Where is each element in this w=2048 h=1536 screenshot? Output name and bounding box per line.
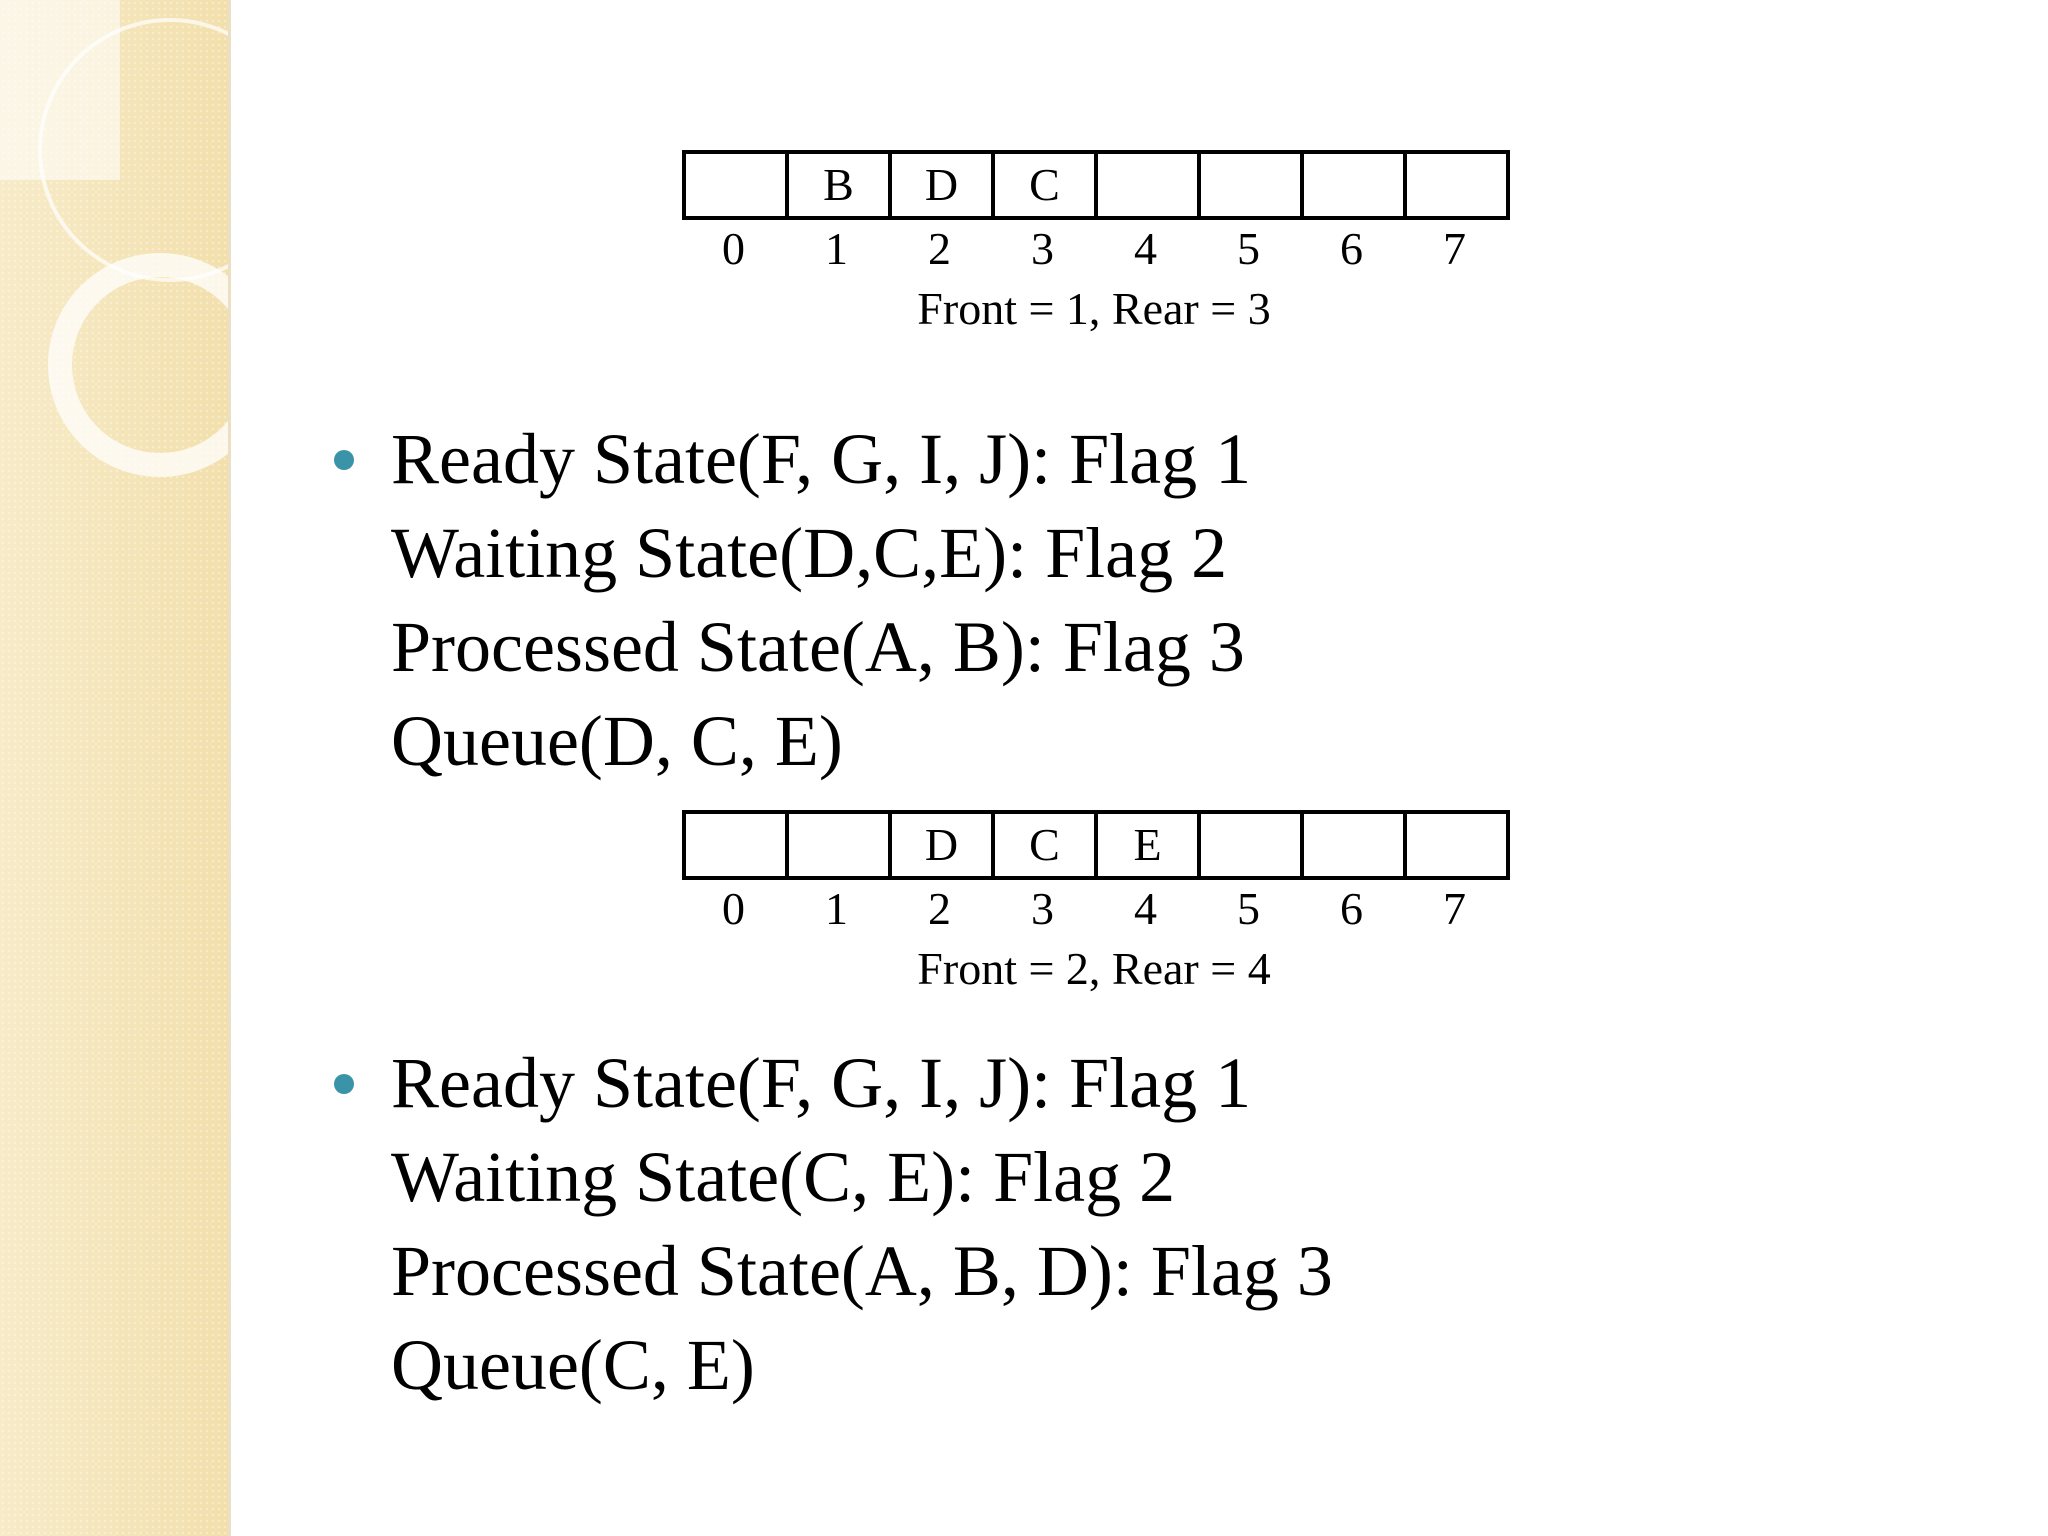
queue-index: 1 <box>825 883 848 934</box>
queue-cell <box>1201 814 1304 876</box>
queue-index: 1 <box>825 223 848 274</box>
queue-cell <box>1407 814 1506 876</box>
queue-caption: Front = 1, Rear = 3 <box>917 283 1271 334</box>
queue-cell <box>1304 154 1407 216</box>
bullet-line: Queue(D, C, E) <box>391 701 843 781</box>
queue-index: 0 <box>722 223 745 274</box>
queue-cell: D <box>892 154 995 216</box>
queue-cell: C <box>995 814 1098 876</box>
queue-cell: B <box>789 154 892 216</box>
queue-index: 5 <box>1237 883 1260 934</box>
queue-cell <box>1407 154 1506 216</box>
queue-index: 3 <box>1031 223 1054 274</box>
queue-index: 2 <box>928 223 951 274</box>
queue-diagram-2: D C E 0 1 2 3 4 5 6 7 Front = 2, Rear = … <box>682 810 1510 992</box>
bullet-dot-icon <box>334 1074 354 1094</box>
queue-cell <box>1304 814 1407 876</box>
bullet-line: Processed State(A, B, D): Flag 3 <box>391 1231 1333 1311</box>
queue-index: 3 <box>1031 883 1054 934</box>
queue-cells: D C E <box>682 810 1510 880</box>
bullet-lines: Ready State(F, G, I, J): Flag 1 Waiting … <box>391 412 1251 788</box>
bullet-lines: Ready State(F, G, I, J): Flag 1 Waiting … <box>391 1036 1333 1412</box>
bullet-line: Ready State(F, G, I, J): Flag 1 <box>391 419 1252 499</box>
queue-index: 6 <box>1340 883 1363 934</box>
queue-cells: B D C <box>682 150 1510 220</box>
bullet-line: Ready State(F, G, I, J): Flag 1 <box>391 1043 1252 1123</box>
queue-indices: 0 1 2 3 4 5 6 7 <box>682 886 1510 932</box>
queue-cell <box>1201 154 1304 216</box>
queue-cell <box>686 154 789 216</box>
bullet-block-1: Ready State(F, G, I, J): Flag 1 Waiting … <box>334 412 1251 788</box>
queue-indices: 0 1 2 3 4 5 6 7 <box>682 226 1510 272</box>
bullet-line: Processed State(A, B): Flag 3 <box>391 607 1245 687</box>
bullet-line: Queue(C, E) <box>391 1325 755 1405</box>
queue-cell: E <box>1098 814 1201 876</box>
decorative-side-panel <box>0 0 231 1536</box>
decorative-corner <box>0 0 120 180</box>
bullet-line: Waiting State(C, E): Flag 2 <box>391 1137 1176 1217</box>
queue-diagram-1: B D C 0 1 2 3 4 5 6 7 Front = 1, Rear = … <box>682 150 1510 332</box>
decorative-rings <box>38 18 228 477</box>
queue-cell: D <box>892 814 995 876</box>
queue-index: 2 <box>928 883 951 934</box>
queue-index: 6 <box>1340 223 1363 274</box>
queue-index: 4 <box>1134 223 1157 274</box>
bullet-dot-icon <box>334 450 354 470</box>
queue-index: 7 <box>1443 223 1466 274</box>
queue-index: 7 <box>1443 883 1466 934</box>
bullet-line: Waiting State(D,C,E): Flag 2 <box>391 513 1228 593</box>
queue-index: 5 <box>1237 223 1260 274</box>
queue-cell <box>686 814 789 876</box>
queue-cell <box>789 814 892 876</box>
queue-cell: C <box>995 154 1098 216</box>
queue-cell <box>1098 154 1201 216</box>
bullet-block-2: Ready State(F, G, I, J): Flag 1 Waiting … <box>334 1036 1333 1412</box>
queue-caption: Front = 2, Rear = 4 <box>917 943 1271 994</box>
queue-index: 4 <box>1134 883 1157 934</box>
queue-index: 0 <box>722 883 745 934</box>
